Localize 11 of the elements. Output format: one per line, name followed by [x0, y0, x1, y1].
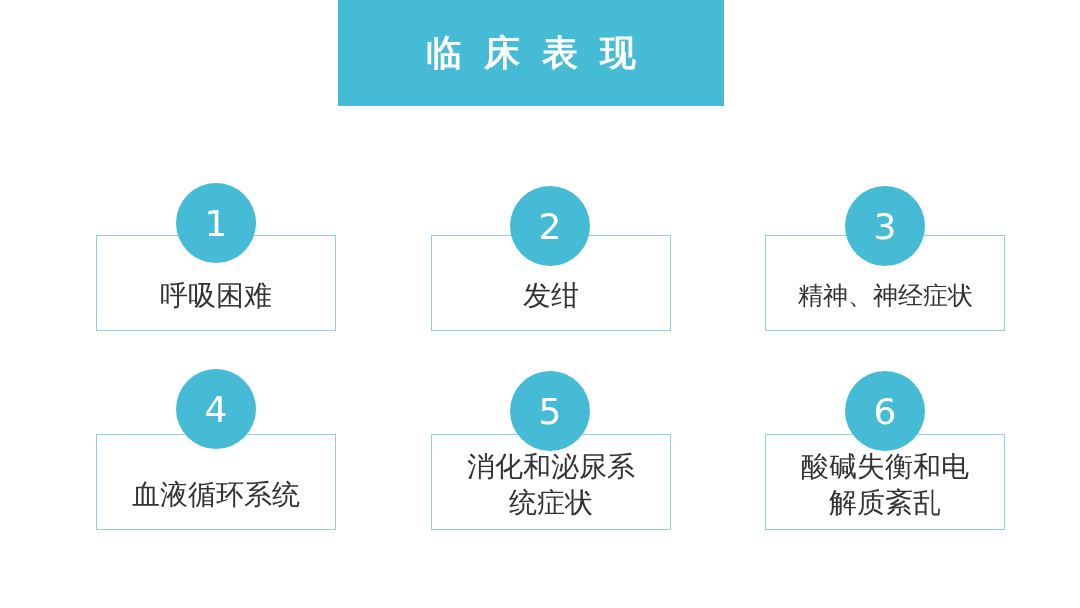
number-circle: 4 [176, 369, 256, 449]
symptom-card: 酸碱失衡和电解质紊乱 [765, 434, 1005, 530]
number-circle: 1 [176, 183, 256, 263]
symptom-card: 呼吸困难 [96, 235, 336, 331]
number-circle: 3 [845, 186, 925, 266]
number-circle: 2 [510, 186, 590, 266]
symptom-card: 血液循环系统 [96, 434, 336, 530]
symptom-card: 消化和泌尿系统症状 [431, 434, 671, 530]
number-circle: 6 [845, 371, 925, 451]
number-circle: 5 [510, 371, 590, 451]
title-banner: 临床表现 [338, 0, 724, 106]
